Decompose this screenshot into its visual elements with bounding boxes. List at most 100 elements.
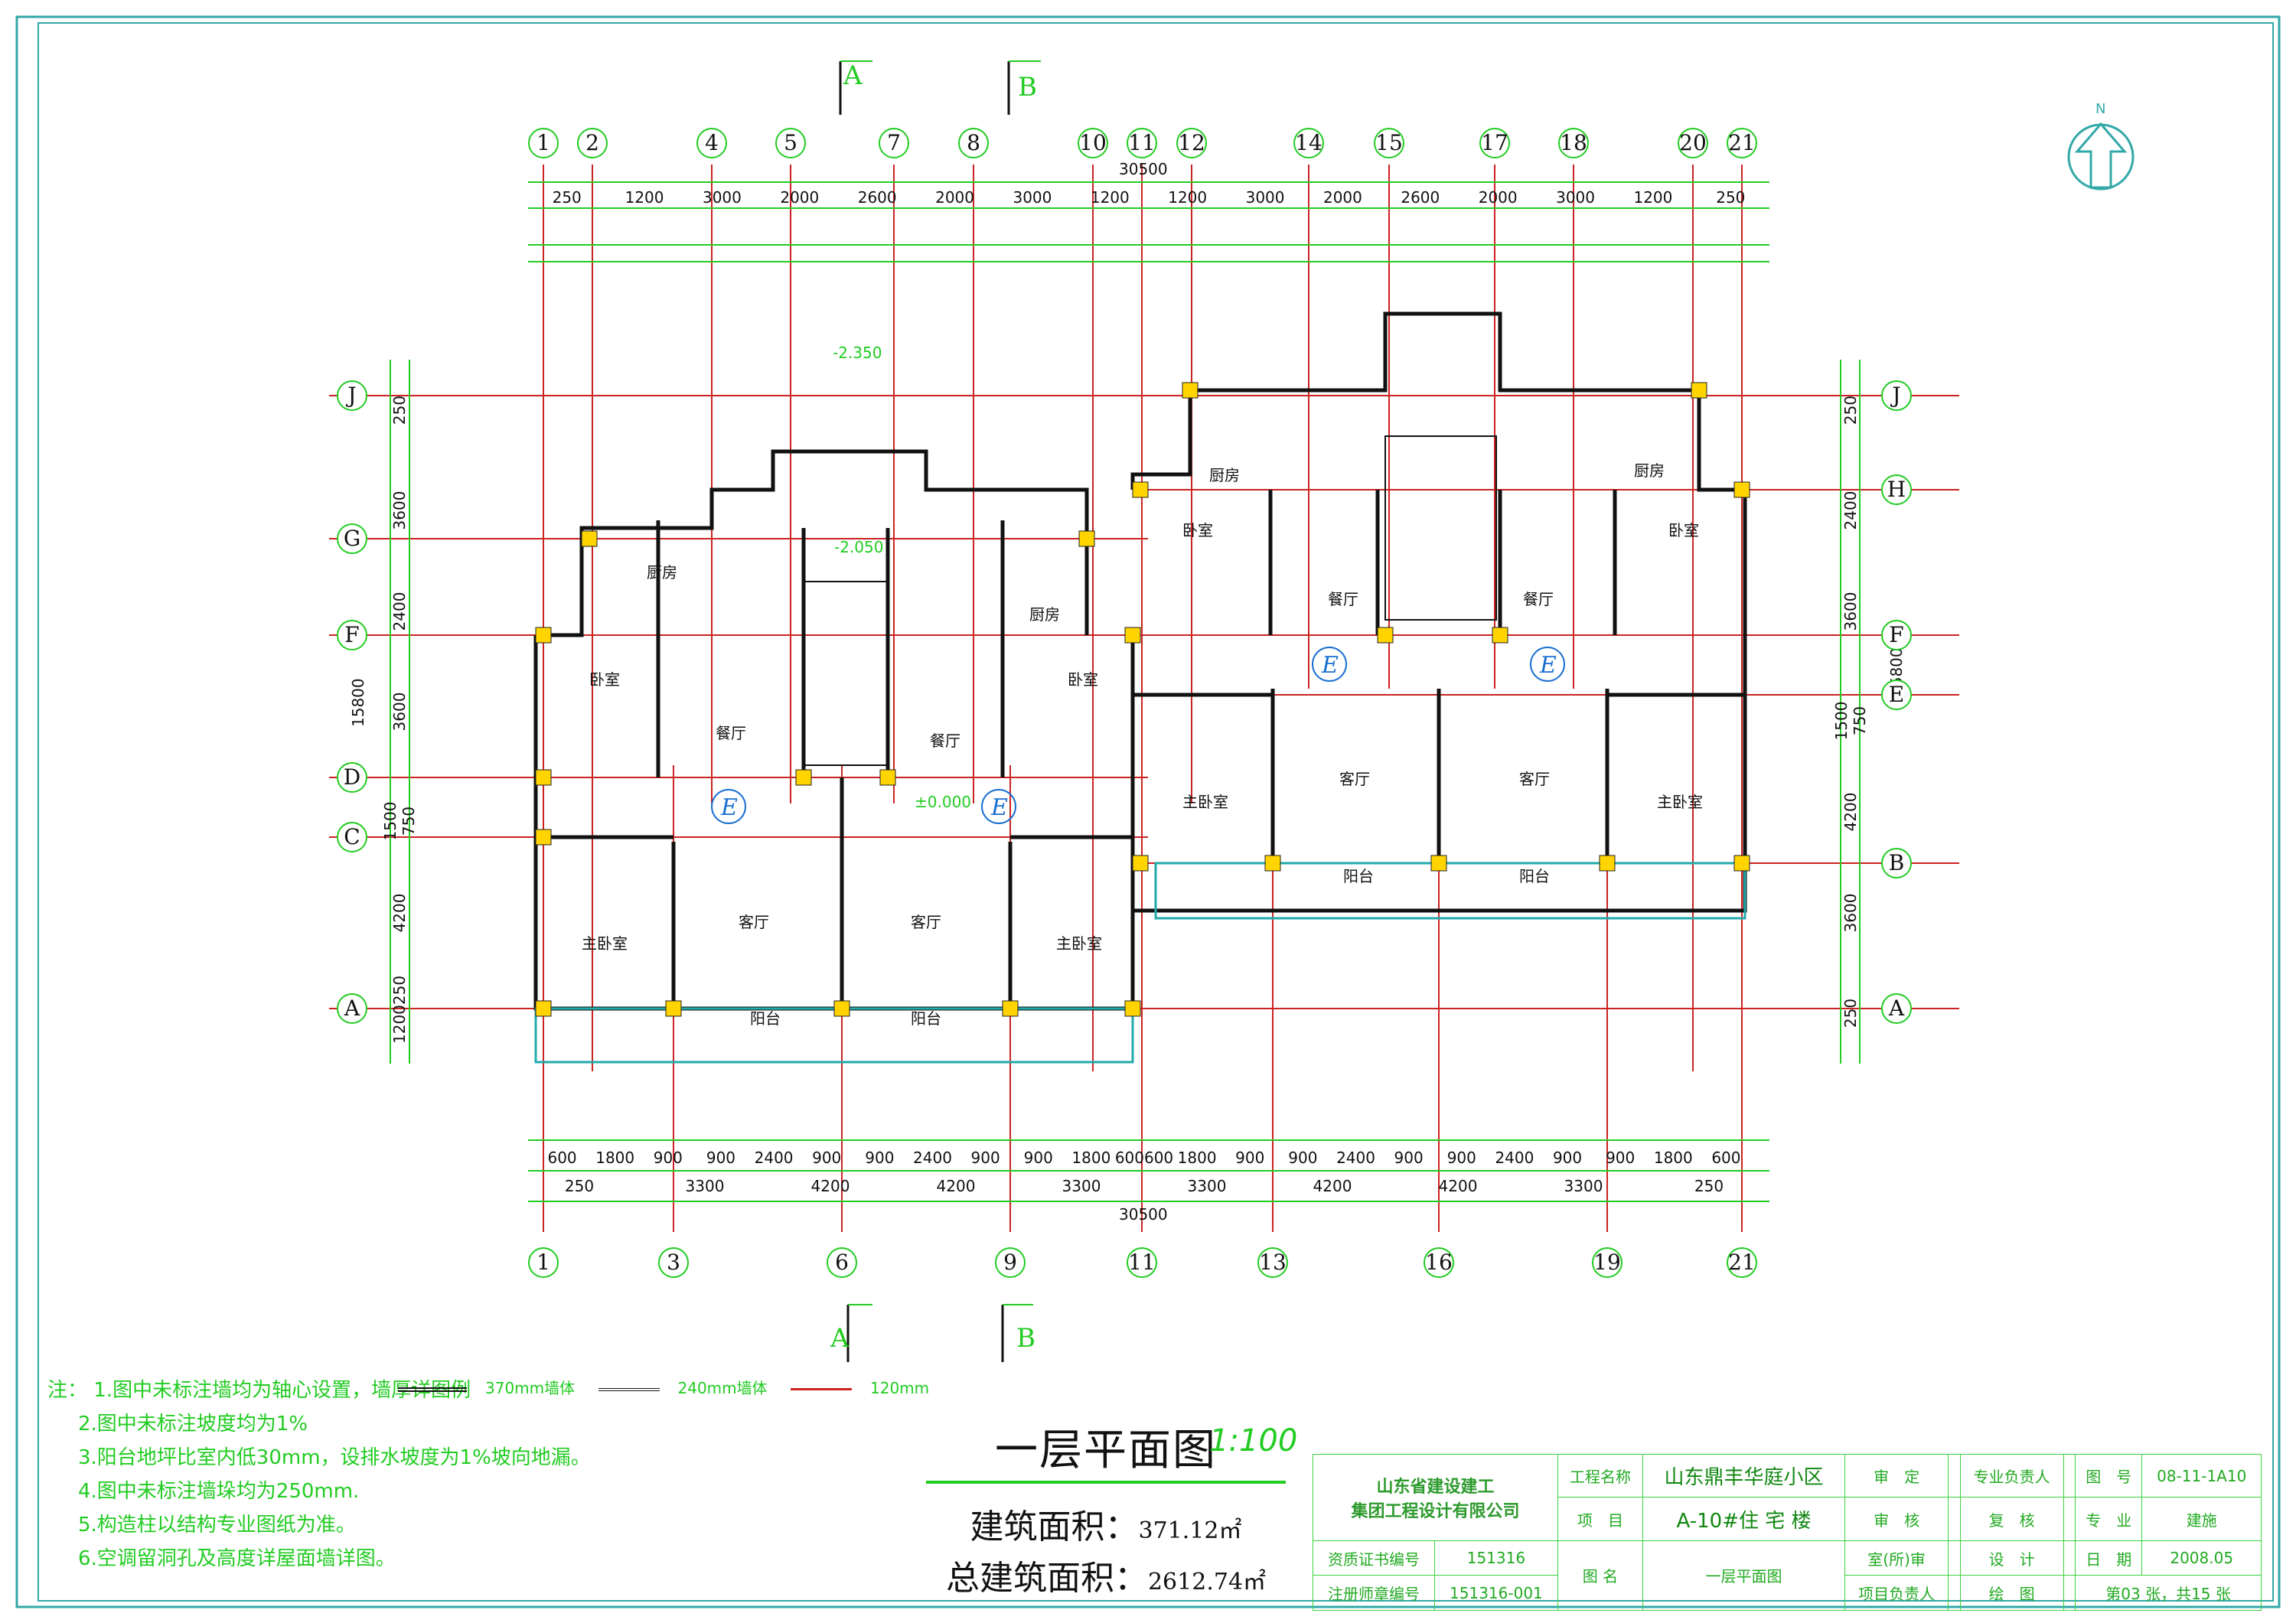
note-item: 4.图中未标注墙垛均为250mm. [78, 1480, 360, 1503]
lobby-marks: E E E E [711, 647, 1565, 824]
legend-label: 120mm [870, 1379, 930, 1397]
room-label: 卧室 [1668, 521, 1699, 539]
room-label: 阳台 [1343, 867, 1374, 885]
lobby-mark: E [720, 794, 738, 821]
axis-grid [329, 165, 1959, 1232]
approve-label: 审 定 [1844, 1453, 1949, 1498]
reg-no: 151316-001 [1433, 1575, 1558, 1611]
room-label: 厨房 [1634, 461, 1665, 480]
drawing-title: 一层平面图 [995, 1426, 1217, 1475]
drawing-no: 08-11-1A10 [2141, 1453, 2262, 1498]
room-label: 阳台 [911, 1009, 941, 1028]
room-label: 卧室 [589, 670, 620, 689]
drawing-no-label: 图 号 [2075, 1453, 2143, 1498]
left-total-dim: 15800 [349, 678, 367, 727]
building-area: 建筑面积：371.12㎡ [970, 1507, 1242, 1546]
legend-swatch-120 [791, 1388, 852, 1390]
elevation-marks: -2.350 -2.050 ±0.000 [833, 344, 971, 811]
drawing-title-block: 一层平面图 1:100 [926, 1416, 1297, 1484]
room-label: 阳台 [750, 1009, 781, 1028]
elevation-mark: -2.350 [833, 344, 882, 362]
spec-leader-label: 专业负责人 [1959, 1453, 2064, 1498]
room-label: 客厅 [739, 913, 769, 931]
structural-columns [535, 382, 1750, 1017]
lobby-mark: E [1539, 652, 1557, 679]
section-mark-a-bottom: A [830, 1323, 850, 1354]
chief-label: 室(所)审 [1844, 1540, 1949, 1576]
room-label: 阳台 [1519, 867, 1550, 885]
license-label: 资质证书编号 [1313, 1540, 1435, 1576]
sheet-border-inner [38, 22, 2274, 1602]
overall-dimensions: 30500 30500 15800 15800 [349, 160, 1906, 1224]
legend-swatch-370 [398, 1387, 467, 1392]
drawing-name: 一层平面图 [1642, 1540, 1846, 1612]
room-label: 主卧室 [1657, 793, 1703, 811]
area-summary: 建筑面积：371.12㎡ 总建筑面积：2612.74㎡ [926, 1504, 1286, 1606]
legend-swatch-240 [598, 1387, 660, 1391]
room-label: 客厅 [1519, 770, 1550, 788]
sheet-count: 第03 张，共15 张 [2075, 1575, 2262, 1611]
room-label: 客厅 [911, 913, 941, 931]
room-label: 餐厅 [1328, 590, 1358, 608]
north-arrow-icon: N [2067, 101, 2135, 191]
total-area: 总建筑面积：2612.74㎡ [945, 1559, 1267, 1598]
room-label: 主卧室 [1056, 934, 1102, 953]
reg-label: 注册师章编号 [1313, 1575, 1435, 1611]
section-marks: A B A B [830, 60, 1041, 1362]
overall-dim-bottom: 30500 [1119, 1205, 1168, 1224]
room-label: 餐厅 [1523, 590, 1554, 608]
legend-label: 240mm墙体 [677, 1379, 768, 1397]
lobby-mark: E [1321, 652, 1339, 679]
leader-label: 项目负责人 [1844, 1575, 1949, 1611]
license-no: 151316 [1433, 1540, 1558, 1576]
right-total-dim: 15800 [1887, 647, 1906, 696]
elevation-mark: -2.050 [834, 538, 883, 556]
discipline-label: 专 业 [2075, 1497, 2143, 1541]
project-name: 山东鼎丰华庭小区 [1642, 1453, 1846, 1498]
sheet-border-outer [15, 15, 2281, 1608]
stairs [803, 435, 1497, 766]
elevation-mark: ±0.000 [915, 793, 971, 811]
section-mark-b-top: B [1018, 72, 1037, 103]
drawing-scale: 1:100 [1209, 1423, 1298, 1458]
room-label: 厨房 [647, 563, 677, 582]
item-value: A-10#住 宅 楼 [1642, 1497, 1846, 1541]
room-label: 主卧室 [1182, 793, 1228, 811]
note-item: 5.构造柱以结构专业图纸为准。 [78, 1514, 356, 1537]
item-label: 项 目 [1557, 1497, 1644, 1541]
title-block-table: 山东省建设建工集团工程设计有限公司 工程名称 山东鼎丰华庭小区 审 定 专业负责… [1313, 1453, 2262, 1612]
section-mark-a-top: A [843, 60, 863, 91]
design-label: 设 计 [1959, 1540, 2064, 1576]
discipline: 建施 [2141, 1497, 2262, 1541]
section-mark-b-bottom: B [1016, 1323, 1035, 1354]
room-label: 餐厅 [716, 724, 746, 742]
project-name-label: 工程名称 [1557, 1453, 1644, 1498]
note-item: 6.空调留洞孔及高度详屋面墙详图。 [78, 1547, 396, 1570]
drawing-name-label: 图 名 [1557, 1540, 1644, 1612]
north-label: N [2095, 101, 2105, 117]
room-label: 主卧室 [582, 934, 628, 953]
draw-label: 绘 图 [1959, 1575, 2064, 1611]
check-label: 审 核 [1844, 1497, 1949, 1541]
room-labels: 卧室 卧室 卧室 卧室 餐厅 餐厅 餐厅 餐厅 厨房 厨房 厨房 厨房 主卧室 … [582, 461, 1703, 1028]
room-label: 卧室 [1068, 670, 1098, 689]
date: 2008.05 [2141, 1540, 2262, 1576]
overall-dim-top: 30500 [1119, 160, 1168, 178]
room-label: 卧室 [1182, 521, 1213, 539]
room-label: 客厅 [1339, 770, 1370, 788]
wall-legend: 370mm墙体 240mm墙体 120mm [398, 1376, 947, 1398]
note-item: 3.阳台地坪比室内低30mm，设排水坡度为1%坡向地漏。 [78, 1446, 591, 1469]
company-name: 山东省建设建工集团工程设计有限公司 [1313, 1454, 1558, 1541]
balconies [534, 862, 1746, 1064]
date-label: 日 期 [2075, 1540, 2143, 1576]
general-notes: 注： 1.图中未标注墙均为轴心设置，墙厚详图例 2.图中未标注坡度均为1% 3.… [47, 1374, 591, 1576]
room-label: 餐厅 [930, 732, 960, 750]
room-label: 厨房 [1029, 605, 1060, 624]
dimension-lines [390, 181, 1861, 1202]
note-item: 2.图中未标注坡度均为1% [78, 1413, 308, 1436]
lobby-mark: E [990, 794, 1008, 821]
room-label: 厨房 [1209, 466, 1240, 484]
review-label: 复 核 [1959, 1497, 2064, 1541]
legend-label: 370mm墙体 [485, 1379, 576, 1397]
